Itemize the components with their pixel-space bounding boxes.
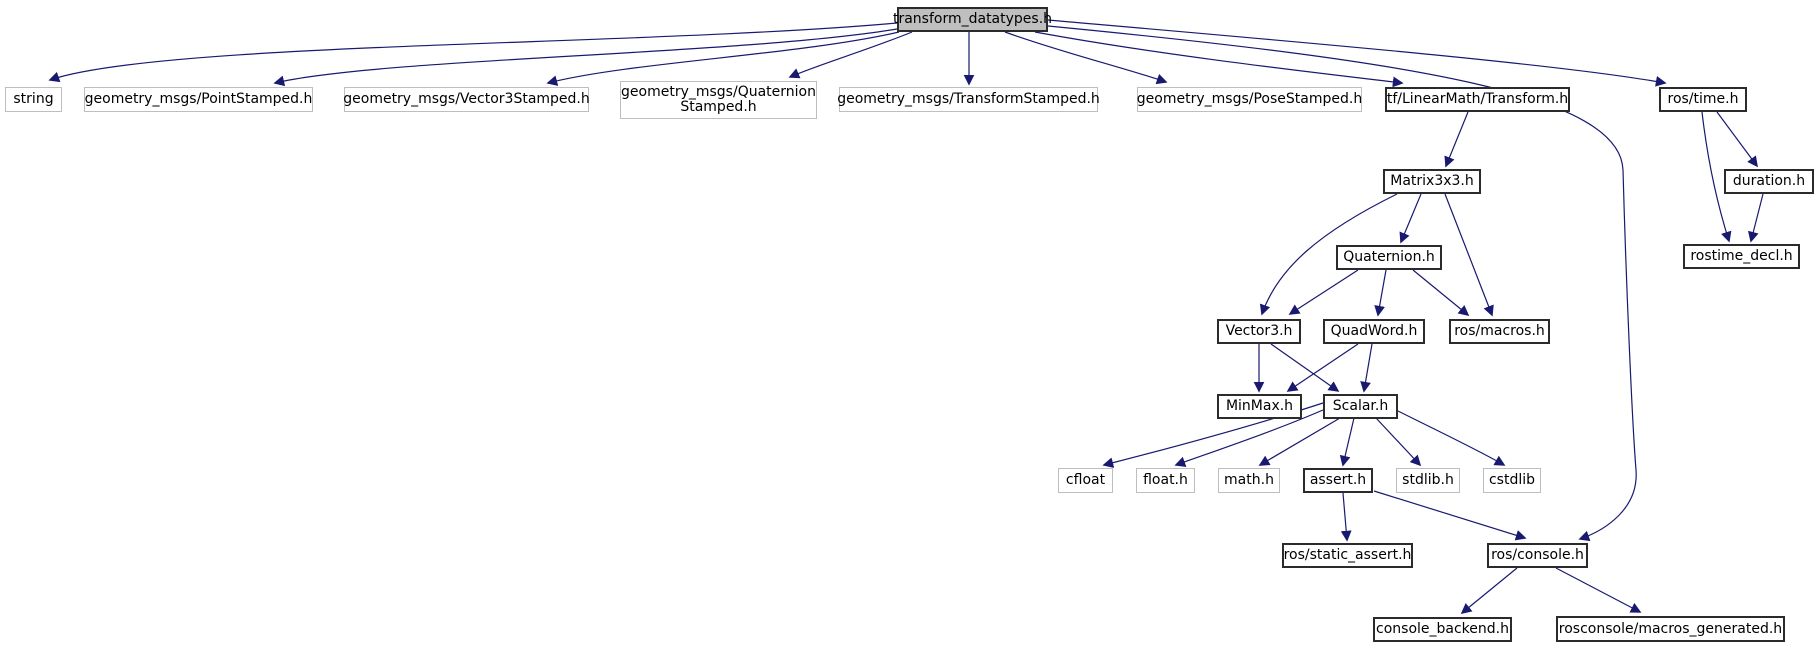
node-console-backend[interactable]: console_backend.h [1373,617,1512,642]
edge-transform_datatypes-ros_time [1047,19,1667,87]
edge-assert_h-ros_static_assert [1340,492,1352,542]
node-transform-datatypes: transform_datatypes.h [893,7,1052,32]
edge-tf_transform-matrix3x3 [1444,111,1469,168]
node-geometry-msgs-posestamped: geometry_msgs/PoseStamped.h [1137,87,1362,112]
node-quaternion[interactable]: Quaternion.h [1336,245,1442,270]
node-float-h: float.h [1136,468,1195,493]
node-geometry-msgs-quaternionstamped: geometry_msgs/Quaternion Stamped.h [620,81,817,119]
edge-scalar-cstdlib [1397,410,1506,466]
edge-scalar-stdlib_h [1375,417,1422,467]
node-duration[interactable]: duration.h [1724,169,1814,194]
node-cfloat: cfloat [1058,468,1113,493]
edge-transform_datatypes-point_stamped [273,28,898,87]
edge-ros_time-duration [1716,111,1758,168]
edge-assert_h-ros_console [1373,490,1527,541]
edge-quadword-minmax [1286,343,1359,392]
node-ros-console[interactable]: ros/console.h [1487,543,1588,568]
node-ros-time[interactable]: ros/time.h [1659,87,1747,112]
edge-vector3-scalar [1270,343,1340,392]
node-ros-static-assert[interactable]: ros/static_assert.h [1282,543,1413,568]
node-vector3[interactable]: Vector3.h [1217,319,1301,344]
node-string: string [5,87,62,112]
edge-transform_datatypes-tf_transform [1034,31,1404,88]
edge-quaternion-vector3 [1288,269,1359,315]
node-geometry-msgs-transformstamped: geometry_msgs/TransformStamped.h [837,87,1100,112]
edge-ros_console-rosconsole_macros_generated [1555,567,1642,613]
edge-quadword-scalar [1360,343,1373,393]
node-cstdlib: cstdlib [1483,468,1541,493]
edge-scalar-assert_h [1339,417,1355,467]
edge-transform_datatypes-vector3_stamped [546,31,900,86]
node-minmax[interactable]: MinMax.h [1217,394,1302,419]
node-stdlib-h: stdlib.h [1396,468,1460,493]
edge-duration-rostime_decl [1748,193,1764,243]
node-rosconsole-macros-generated[interactable]: rosconsole/macros_generated.h [1556,616,1785,642]
node-matrix3x3[interactable]: Matrix3x3.h [1383,169,1481,194]
node-geometry-msgs-vector3stamped: geometry_msgs/Vector3Stamped.h [343,87,590,112]
node-quadword[interactable]: QuadWord.h [1323,319,1425,344]
node-rostime-decl[interactable]: rostime_decl.h [1683,244,1800,269]
edge-quaternion-ros_macros [1412,269,1470,317]
edge-transform_datatypes-string [48,22,898,83]
edge-transform_datatypes-quaternion_stamped [788,31,913,79]
edge-matrix3x3-quaternion [1399,193,1422,244]
edge-quaternion-quadword [1374,269,1387,317]
node-tf-linearmath-transform[interactable]: tf/LinearMath/Transform.h [1385,87,1570,112]
node-scalar[interactable]: Scalar.h [1323,394,1398,419]
edge-scalar-math_h [1258,417,1341,466]
edge-transform_datatypes-pose_stamped [1004,31,1168,85]
edge-ros_console-console_backend [1460,567,1518,615]
edge-matrix3x3-ros_macros [1444,193,1494,317]
node-assert-h[interactable]: assert.h [1303,468,1373,493]
node-ros-macros[interactable]: ros/macros.h [1449,319,1550,344]
node-geometry-msgs-pointstamped: geometry_msgs/PointStamped.h [84,87,313,112]
node-math-h: math.h [1218,468,1280,493]
